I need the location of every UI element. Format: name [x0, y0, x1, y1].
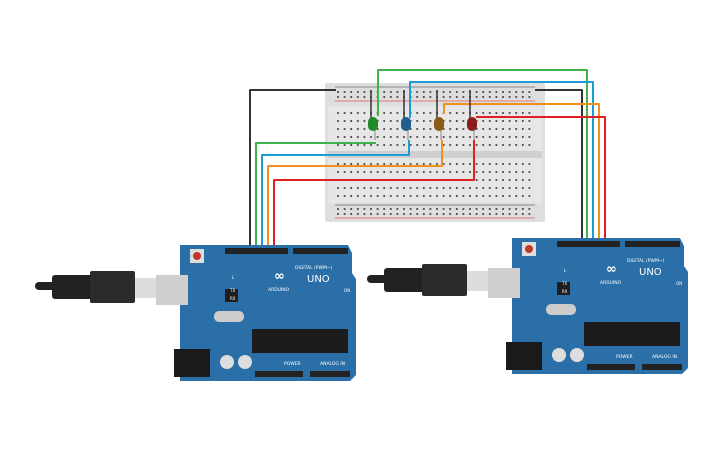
l-label: L [232, 275, 235, 280]
atmega-chip [252, 329, 348, 353]
analog-header [310, 371, 350, 377]
infinity-logo: ∞ [606, 262, 617, 277]
digital-header-1 [557, 241, 620, 247]
usb-port [156, 275, 188, 305]
capacitor [220, 355, 234, 369]
wire-orange-1[interactable] [267, 140, 443, 248]
power-header [587, 364, 635, 370]
analog-label: ANALOG IN [652, 354, 677, 360]
model-label: UNO [307, 274, 330, 285]
power-header [255, 371, 303, 377]
usb-cable[interactable] [367, 264, 489, 296]
arduino-uno-2[interactable]: ∞ UNO ARDUINO DIGITAL (PWM~) POWER ANALOG IN O… [367, 238, 688, 374]
wire-red-1[interactable] [273, 140, 475, 248]
leds [368, 90, 477, 140]
wire-green-1[interactable] [255, 142, 376, 248]
wire-orange-2[interactable] [443, 103, 600, 243]
wire-black-2[interactable] [535, 89, 583, 243]
crystal [214, 311, 244, 322]
usb-port [488, 268, 520, 298]
led-blue[interactable] [401, 90, 411, 140]
capacitor [552, 348, 566, 362]
rx-label: RX [562, 289, 568, 294]
power-label: POWER [284, 361, 301, 367]
digital-header-2 [625, 241, 680, 247]
model-label: UNO [639, 267, 662, 278]
capacitor [570, 348, 584, 362]
tx-label: TX [561, 281, 567, 286]
wire-blue-2[interactable] [409, 81, 594, 243]
on-label: ON [344, 288, 350, 293]
atmega-chip [584, 322, 680, 346]
led-red[interactable] [467, 90, 477, 140]
power-jack [506, 342, 542, 370]
on-label: ON [676, 281, 682, 286]
led-green[interactable] [368, 90, 378, 140]
power-jack [174, 349, 210, 377]
led-orange[interactable] [434, 90, 444, 140]
capacitor [238, 355, 252, 369]
infinity-logo: ∞ [274, 269, 285, 284]
brand-label: ARDUINO [268, 287, 290, 293]
brand-label: ARDUINO [600, 280, 622, 286]
l-label: L [564, 268, 567, 273]
analog-label: ANALOG IN [320, 361, 345, 367]
wire-black-1[interactable] [249, 89, 336, 248]
wires [249, 69, 606, 248]
power-label: POWER [616, 354, 633, 360]
digital-header-1 [225, 248, 288, 254]
digital-label: DIGITAL (PWM~) [627, 258, 665, 264]
wire-red-2[interactable] [476, 116, 606, 243]
digital-label: DIGITAL (PWM~) [295, 265, 333, 271]
usb-cable[interactable] [35, 271, 157, 303]
analog-header [642, 364, 682, 370]
crystal [546, 304, 576, 315]
tx-label: TX [229, 288, 235, 293]
wire-green-2[interactable] [377, 69, 588, 243]
rx-label: RX [230, 296, 236, 301]
wire-blue-1[interactable] [261, 140, 410, 248]
arduino-uno-1[interactable]: ∞ UNO ARDUINO DIGITAL (PWM~) POWER ANALOG IN O… [35, 245, 356, 381]
digital-header-2 [293, 248, 348, 254]
